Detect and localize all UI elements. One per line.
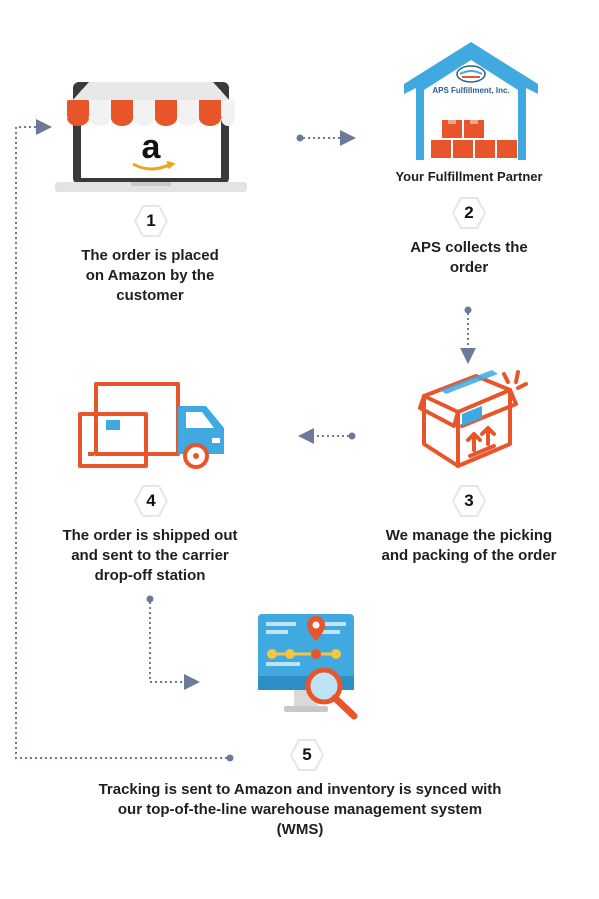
connector-2-3 <box>460 306 476 364</box>
step-4-text: The order is shipped out and sent to the… <box>62 527 238 584</box>
step-5-badge: 5 <box>290 738 324 772</box>
step-5-text: Tracking is sent to Amazon and inventory… <box>98 781 502 838</box>
step-2-badge: 2 <box>452 196 486 230</box>
step-4-number: 4 <box>146 491 156 510</box>
connector-4-5 <box>146 595 200 690</box>
step-3-number: 3 <box>464 491 474 510</box>
delivery-truck-icon <box>78 382 224 469</box>
wms-monitor-icon <box>258 614 358 720</box>
step-3-badge: 3 <box>452 484 486 518</box>
warehouse-icon <box>404 42 538 160</box>
package-box-icon <box>418 370 528 468</box>
step-1-number: 1 <box>146 211 156 230</box>
step-2-number: 2 <box>464 203 474 222</box>
step-2-text: APS collects the order <box>410 239 528 276</box>
amazon-logo: a <box>142 128 162 166</box>
connector-1-2 <box>296 130 356 146</box>
step-1-badge: 1 <box>134 204 168 238</box>
connector-3-4 <box>298 428 356 444</box>
amazon-store-icon: a <box>55 82 247 192</box>
warehouse-caption: Your Fulfillment Partner <box>395 169 543 184</box>
step-5-number: 5 <box>302 745 312 764</box>
step-1-text: The order is placed on Amazon by the cus… <box>81 247 219 304</box>
step-4-badge: 4 <box>134 484 168 518</box>
connector-5-1 <box>15 119 234 762</box>
step-3-text: We manage the picking and packing of the… <box>381 527 557 564</box>
aps-brand-label: APS Fulfillment, Inc. <box>432 86 510 95</box>
